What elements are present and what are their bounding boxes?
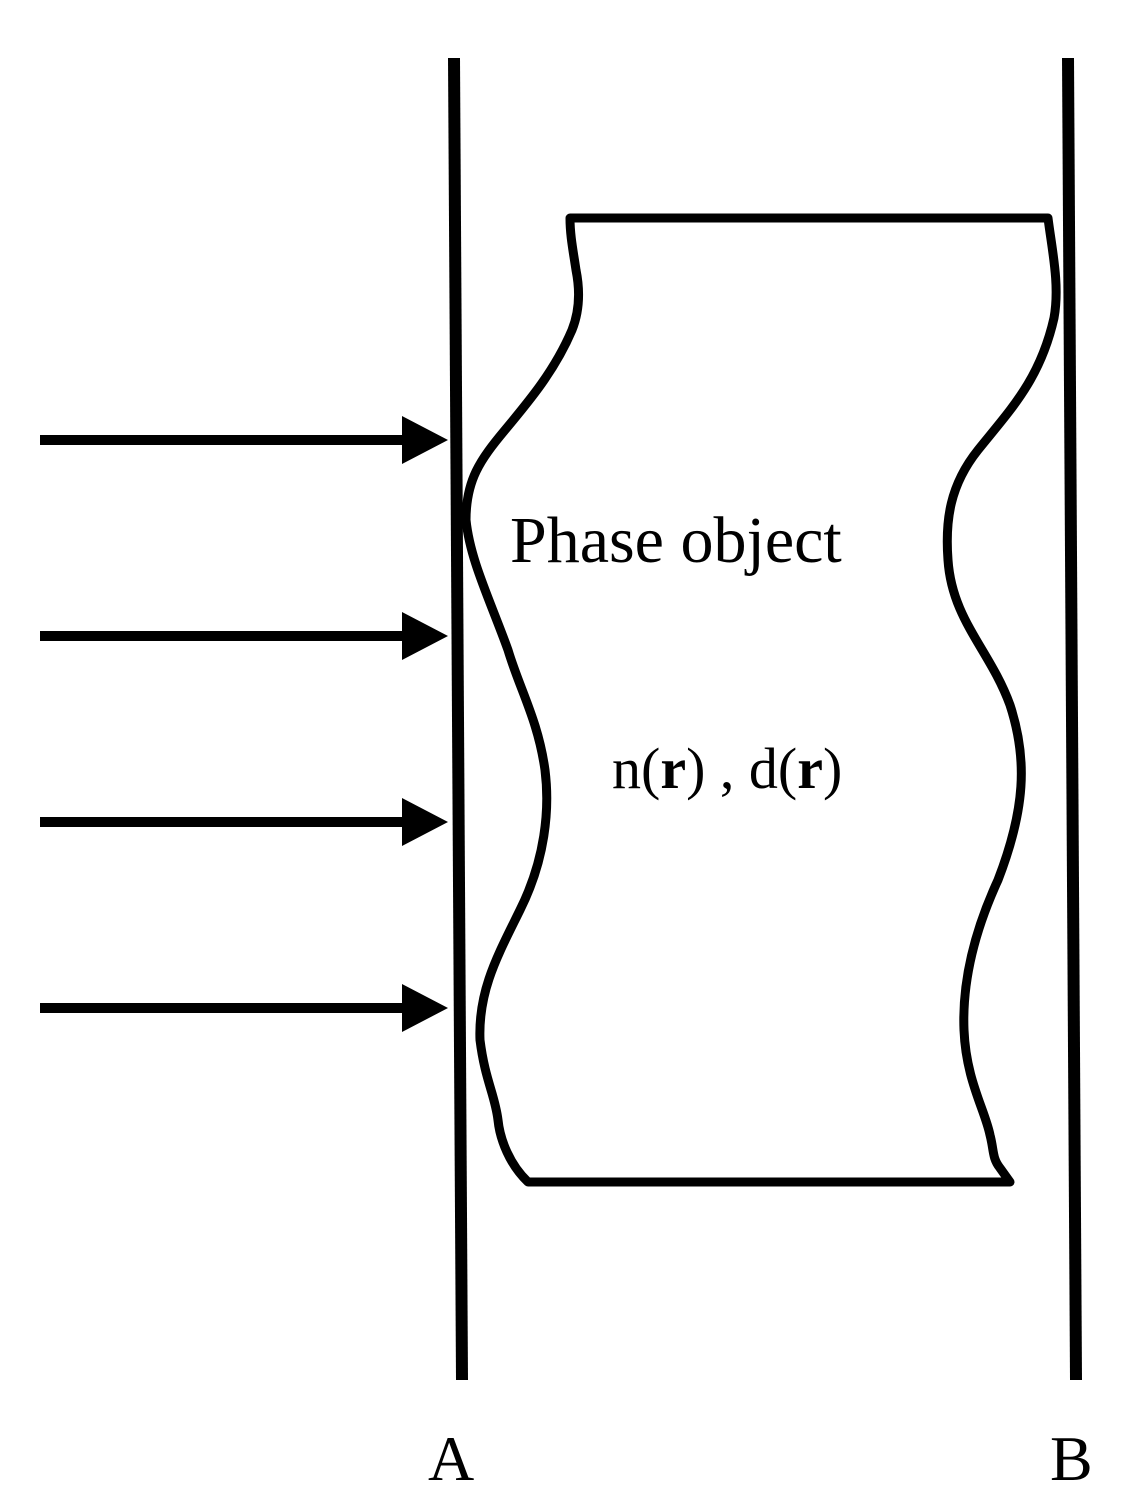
d-variable: r [797,736,823,801]
incident-arrow-head [402,612,448,660]
n-variable: r [660,736,686,801]
plane-b-label: B [1050,1423,1093,1494]
d-suffix: ) [823,736,842,801]
phase-object-shape [461,213,1061,1187]
incident-arrow-head [402,984,448,1032]
incident-arrow-head [402,416,448,464]
n-prefix: n( [612,736,660,801]
plane-a-line [448,57,468,1381]
incident-arrow-head [402,798,448,846]
phase-object-properties: n(r) , d(r) [612,736,842,801]
phase-object-title: Phase object [510,504,842,577]
incident-arrows [40,416,448,1032]
plane-b-line [1062,57,1082,1381]
n-suffix: ) , d( [686,736,797,801]
plane-a-label: A [428,1423,474,1494]
